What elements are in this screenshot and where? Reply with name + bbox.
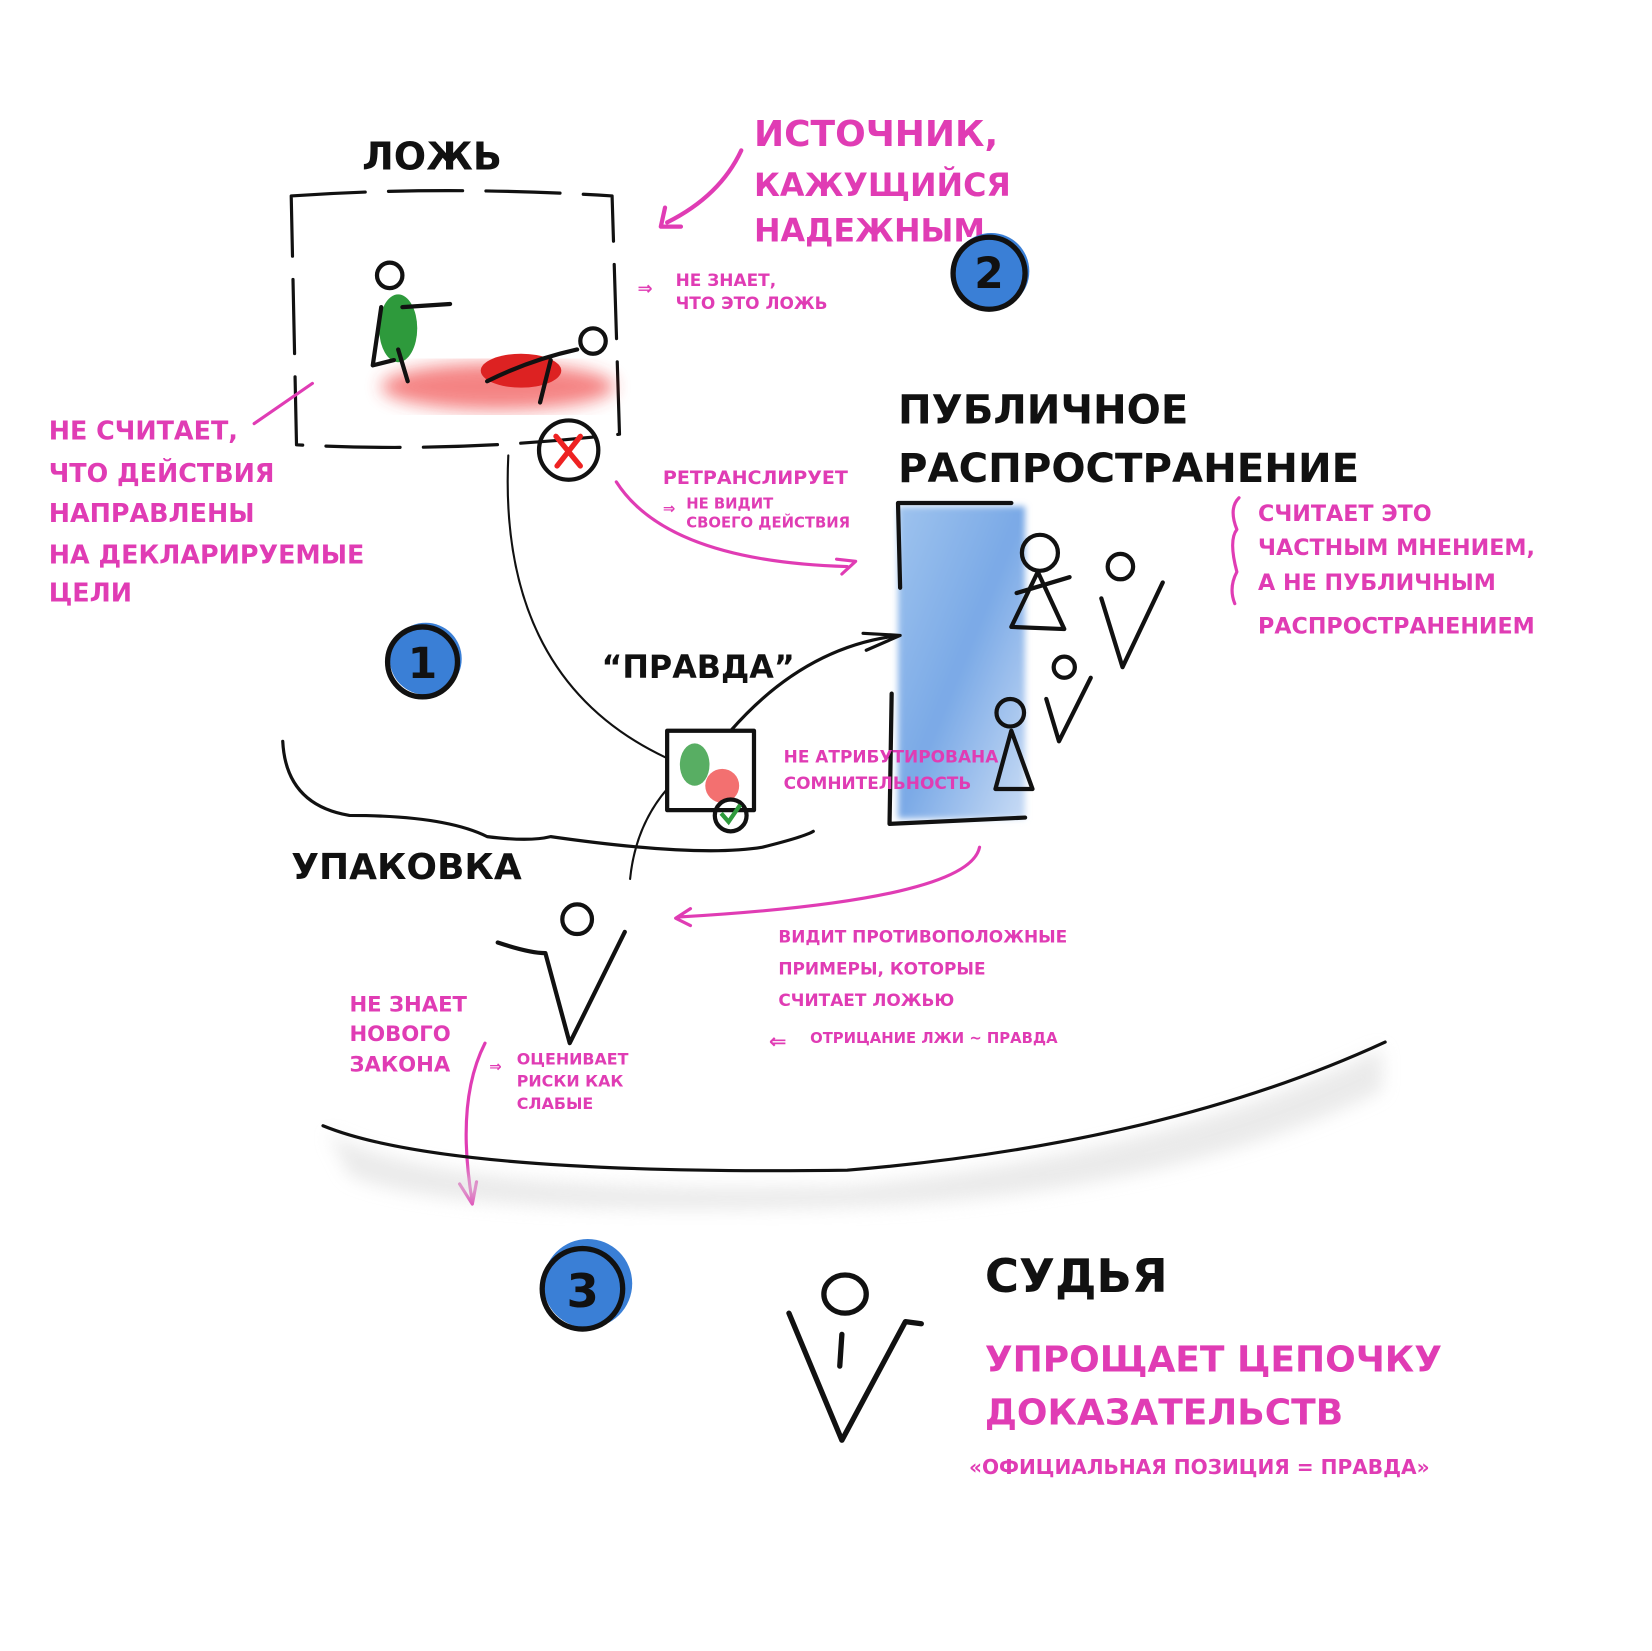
- note-line: НОВОГО: [349, 1021, 450, 1046]
- packaging-title: УПАКОВКА: [291, 847, 522, 888]
- judge-title: СУДЬЯ: [985, 1249, 1168, 1303]
- sees-arrow: [674, 845, 982, 928]
- not-see-note-line: СВОЕГО ДЕЙСТВИЯ: [686, 513, 850, 531]
- note-line: НА ДЕКЛАРИРУЕМЫЕ: [49, 539, 365, 569]
- retranslates-note: РЕТРАНСЛИРУЕТ: [663, 467, 848, 489]
- public-board: [887, 500, 1028, 827]
- not-consider-note: НЕ СЧИТАЕТ, ЧТО ДЕЙСТВИЯ НАПРАВЛЕНЫ НА Д…: [49, 416, 365, 608]
- note-line: ЧАСТНЫМ МНЕНИЕМ,: [1258, 535, 1535, 561]
- arrow-icon: ⇒: [489, 1059, 501, 1076]
- retranslate-arrow: [614, 480, 858, 576]
- badge-number: 1: [408, 639, 437, 688]
- judge-figure: [786, 1272, 924, 1443]
- judge-quote: «ОФИЦИАЛЬНАЯ ПОЗИЦИЯ = ПРАВДА»: [969, 1455, 1430, 1479]
- note-line: НЕ ЗНАЕТ: [349, 991, 467, 1016]
- lie-frame: [289, 189, 622, 449]
- law-note: НЕ ЗНАЕТ НОВОГО ЗАКОНА: [349, 991, 467, 1076]
- lie-section: ЛОЖЬ: [289, 134, 622, 482]
- note-line: ЗАКОНА: [349, 1052, 450, 1077]
- arrow-icon: ⇒: [638, 278, 653, 299]
- note-line: СЧИТАЕТ ЭТО: [1258, 501, 1432, 527]
- source-note-line: КАЖУЩИЙСЯ: [754, 166, 1011, 204]
- check-mark-icon: [712, 797, 749, 834]
- not-consider-arrow: [252, 381, 314, 426]
- connector-line: [629, 787, 669, 881]
- badge-1: 1: [384, 622, 462, 700]
- ground-shadow: [328, 1048, 1382, 1210]
- note-line: ПРИМЕРЫ, КОТОРЫЕ: [778, 958, 985, 978]
- packaging-brace: [281, 739, 815, 853]
- public-title: ПУБЛИЧНОЕ: [898, 388, 1188, 434]
- truth-picture: [665, 728, 757, 834]
- note-line: РАСПРОСТРАНЕНИЕМ: [1258, 613, 1535, 639]
- judge-note-line: ДОКАЗАТЕЛЬСТВ: [985, 1392, 1343, 1433]
- source-note-line: НАДЕЖНЫМ: [754, 213, 985, 249]
- truth-to-public-arrow: [729, 631, 902, 733]
- public-title: РАСПРОСТРАНЕНИЕ: [898, 446, 1359, 492]
- arrow-left-icon: ⇐: [769, 1028, 787, 1053]
- truth-title: “ПРАВДА”: [601, 650, 794, 686]
- risk-note-line: СЛАБЫЕ: [517, 1094, 594, 1113]
- denial-note: ОТРИЦАНИЕ ЛЖИ ~ ПРАВДА: [810, 1030, 1058, 1047]
- victim-figure: [480, 326, 608, 405]
- note-line: НАПРАВЛЕНЫ: [49, 498, 255, 528]
- sees-note: ВИДИТ ПРОТИВОПОЛОЖНЫЕ ПРИМЕРЫ, КОТОРЫЕ С…: [778, 927, 1067, 1011]
- note-line: А НЕ ПУБЛИЧНЫМ: [1258, 570, 1496, 596]
- soldier-figure: [370, 260, 453, 384]
- doubt-note-line: НЕ АТРИБУТИРОВАНА: [784, 746, 1000, 766]
- source-arrow: [658, 148, 744, 229]
- badge-2: 2: [950, 233, 1030, 312]
- badge-number: 3: [567, 1264, 599, 1318]
- not-see-note-line: НЕ ВИДИТ: [686, 495, 774, 512]
- not-know-note-line: НЕ ЗНАЕТ,: [676, 270, 777, 290]
- lie-title: ЛОЖЬ: [362, 134, 502, 178]
- doubt-note-line: СОМНИТЕЛЬНОСТЬ: [784, 773, 972, 793]
- not-know-note-line: ЧТО ЭТО ЛОЖЬ: [676, 293, 828, 313]
- badge-number: 2: [974, 249, 1003, 298]
- brace: [1230, 496, 1241, 606]
- connector-line: [506, 454, 667, 759]
- crowd-figures: [993, 532, 1165, 792]
- risk-note-line: ОЦЕНИВАЕТ: [517, 1049, 629, 1068]
- note-line: СЧИТАЕТ ЛОЖЬЮ: [778, 990, 954, 1010]
- arrow-icon: ⇒: [663, 501, 675, 518]
- source-note-line: ИСТОЧНИК,: [754, 114, 998, 155]
- badge-3: 3: [539, 1239, 633, 1332]
- cross-mark-icon: [536, 418, 601, 482]
- person-figure: [495, 902, 627, 1046]
- judge-note-line: УПРОЩАЕТ ЦЕПОЧКУ: [985, 1339, 1442, 1380]
- note-line: ЧТО ДЕЙСТВИЯ: [49, 458, 275, 488]
- note-line: НЕ СЧИТАЕТ,: [49, 416, 238, 446]
- note-line: ЦЕЛИ: [49, 578, 132, 608]
- considers-note: СЧИТАЕТ ЭТО ЧАСТНЫМ МНЕНИЕМ, А НЕ ПУБЛИЧ…: [1258, 501, 1535, 639]
- note-line: ВИДИТ ПРОТИВОПОЛОЖНЫЕ: [778, 927, 1067, 947]
- ground-line: [321, 1040, 1387, 1173]
- risk-note-line: РИСКИ КАК: [517, 1072, 624, 1091]
